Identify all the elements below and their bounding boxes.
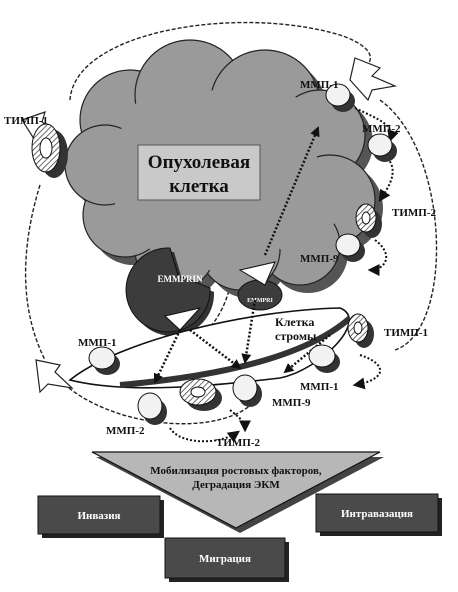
migration-box: Миграция bbox=[164, 537, 289, 582]
dotted-arrows bbox=[153, 126, 331, 384]
timp1-right-label: ТИМП-1 bbox=[384, 327, 428, 339]
stroma-cell bbox=[68, 307, 352, 389]
timp1-left-label: ТИМП-1 bbox=[4, 115, 48, 127]
intravasation-label: Интравазация bbox=[341, 508, 413, 520]
hollow-arrow-heads bbox=[21, 57, 398, 394]
mmp9-mid-label: ММП-9 bbox=[300, 253, 339, 265]
funnel bbox=[91, 451, 384, 533]
mmp1-top-label: ММП-1 bbox=[300, 79, 338, 91]
mmp2-top-label: ММП-2 bbox=[362, 123, 401, 135]
mmp9-bottom-label: ММП-9 bbox=[272, 397, 311, 409]
tumor-cell-label-2: клетка bbox=[169, 176, 229, 197]
migration-label: Миграция bbox=[199, 553, 251, 565]
timp2-bottom-label: ТИМП-2 bbox=[216, 437, 260, 449]
tumor-label-box bbox=[137, 144, 261, 201]
mmp1-right-label: ММП-1 bbox=[300, 381, 338, 393]
stroma-label-2: стромы bbox=[275, 329, 317, 343]
funnel-text-2: Деградация ЭКМ bbox=[192, 479, 280, 491]
tumor-cell-label-1: Опухолевая bbox=[148, 152, 250, 173]
stroma-label-1: Клетка bbox=[275, 315, 314, 329]
timp2-right-label: ТИМП-2 bbox=[392, 207, 436, 219]
mmp1-left-label: ММП-1 bbox=[78, 337, 116, 349]
emmprin-small-label: EMMPRI bbox=[247, 298, 273, 304]
invasion-label: Инвазия bbox=[77, 510, 120, 522]
emmprin-small: EMMPRI bbox=[237, 261, 283, 311]
intravasation-box: Интравазация bbox=[315, 493, 442, 536]
funnel-text-1: Мобилизация ростовых факторов, bbox=[150, 465, 322, 477]
invasion-box: Инвазия bbox=[37, 495, 164, 538]
mmp-discs bbox=[88, 83, 397, 425]
mmp2-bottom-label: ММП-2 bbox=[106, 425, 145, 437]
emmprin-large-label: EMMPRIN bbox=[158, 274, 203, 284]
timp-rings bbox=[31, 123, 382, 411]
